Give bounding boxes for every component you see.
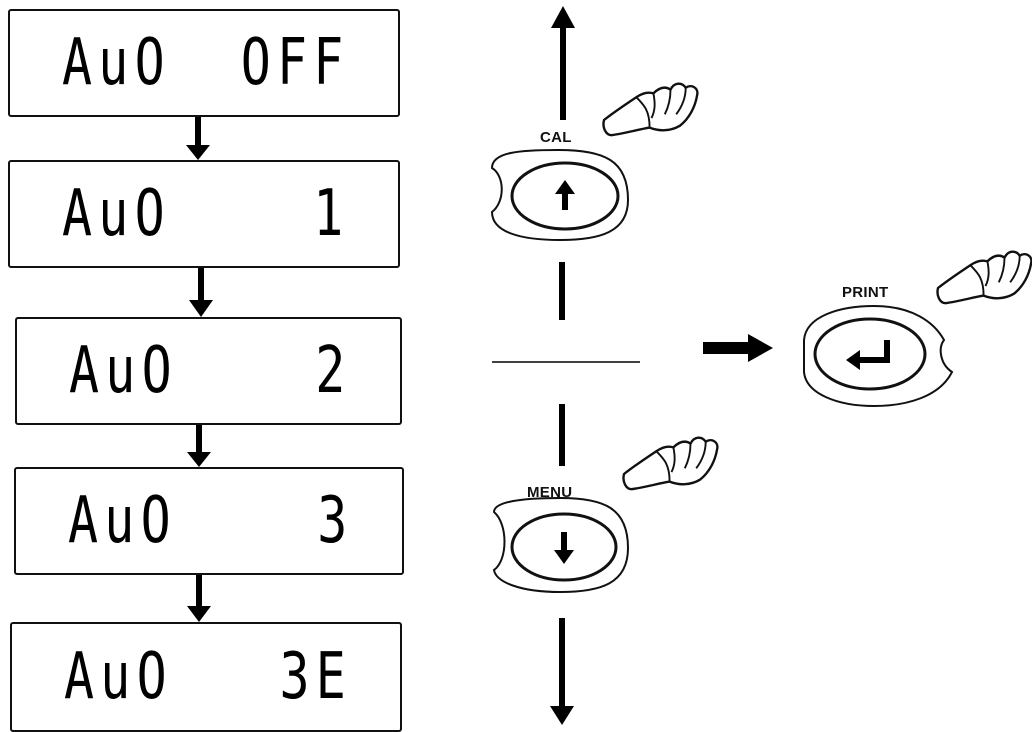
menu-button[interactable] [492,496,630,594]
print-button[interactable] [803,304,954,408]
up-long-arrow [551,6,575,120]
display-3e: AuO 3E [10,622,402,732]
menu-label: MENU [527,484,573,501]
display-right-text: 2 [315,334,352,408]
pointing-hand-icon [936,250,1032,305]
down-arrow-1 [186,117,210,160]
down-arrow-3 [187,425,211,467]
right-arrow [703,334,773,362]
display-left-text: AuO [64,640,173,714]
display-right-text: 3E [279,640,352,714]
down-long-arrow [550,618,574,725]
down-arrow-2 [189,268,213,317]
pointing-hand-icon [622,436,719,491]
down-arrow-4 [187,575,211,622]
display-left-text: AuO [62,177,171,251]
vertical-line-segment [559,262,565,320]
display-3: AuO 3 [14,467,404,575]
print-label: PRINT [842,284,889,301]
display-left-text: AuO [62,26,171,100]
vertical-line-segment [559,404,565,466]
up-arrow-icon [555,180,575,210]
display-right-text: 3 [317,484,354,558]
display-1: AuO 1 [8,160,400,268]
display-left-text: AuO [68,484,177,558]
display-2: AuO 2 [15,317,402,425]
display-left-text: AuO [69,334,178,408]
display-right-text: 1 [313,177,350,251]
display-off: AuO OFF [8,9,400,117]
cal-button[interactable] [490,148,630,242]
cal-label: CAL [540,129,572,146]
pointing-hand-icon [602,82,699,137]
enter-arrow-icon [846,340,890,370]
down-arrow-icon [554,532,574,564]
display-right-text: OFF [241,26,350,100]
